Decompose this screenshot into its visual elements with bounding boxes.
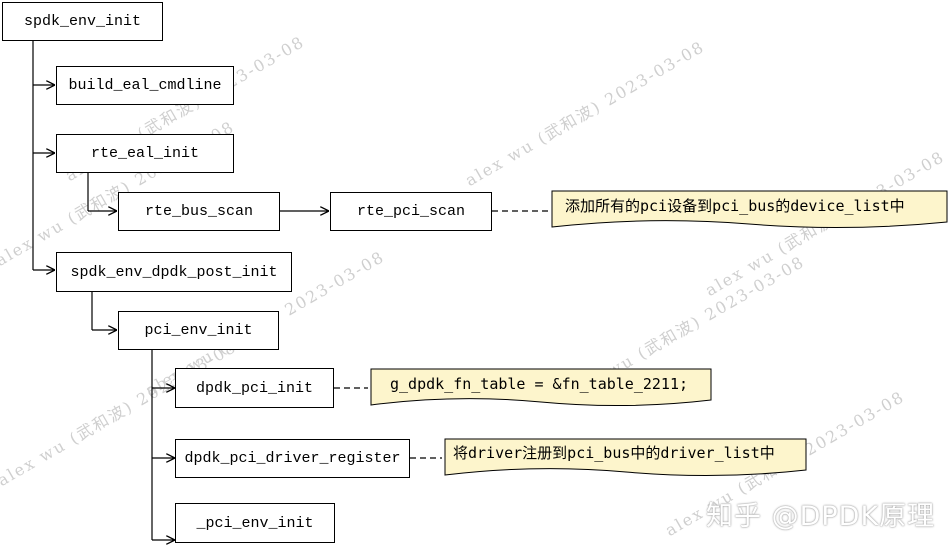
- func-spdk-env-dpdk-post-init: spdk_env_dpdk_post_init: [56, 252, 292, 292]
- func-rte-pci-scan: rte_pci_scan: [330, 192, 492, 231]
- func-pci-env-init-inner: _pci_env_init: [175, 503, 335, 543]
- note-device-list: 添加所有的pci设备到pci_bus的device_list中: [565, 197, 905, 215]
- note-shape-fn-table: [370, 368, 712, 407]
- func-spdk-env-init: spdk_env_init: [2, 2, 163, 41]
- func-dpdk-pci-driver-register: dpdk_pci_driver_register: [175, 439, 410, 478]
- note-fn-table: g_dpdk_fn_table = &fn_table_2211;: [390, 375, 689, 393]
- note-shape-driver-list: [444, 438, 807, 477]
- brand-watermark: 知乎 @DPDK原理: [706, 501, 936, 532]
- func-rte-bus-scan: rte_bus_scan: [118, 192, 280, 231]
- func-pci-env-init: pci_env_init: [118, 311, 279, 350]
- func-dpdk-pci-init: dpdk_pci_init: [175, 368, 334, 408]
- note-shape-device-list: [551, 190, 948, 229]
- func-build-eal-cmdline: build_eal_cmdline: [56, 66, 234, 105]
- func-rte-eal-init: rte_eal_init: [56, 134, 234, 173]
- note-driver-list: 将driver注册到pci_bus中的driver_list中: [453, 444, 775, 462]
